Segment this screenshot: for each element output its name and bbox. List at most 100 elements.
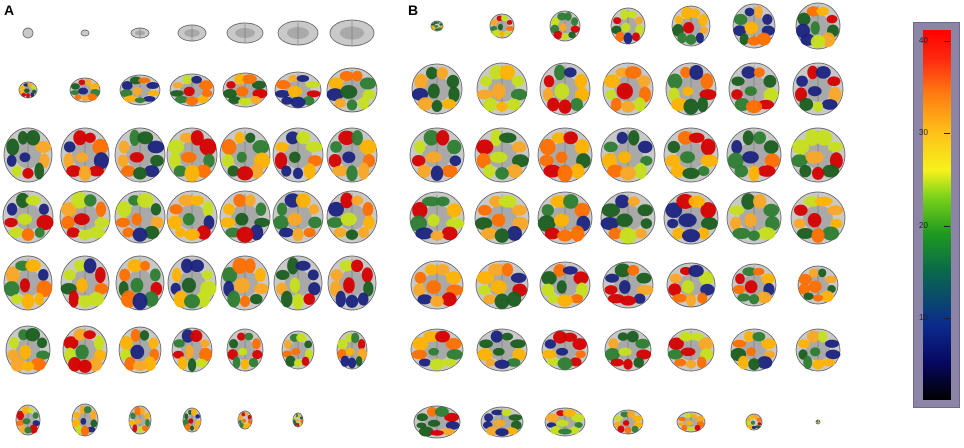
brain-slice <box>15 404 41 436</box>
brain-slice <box>602 62 654 116</box>
colorbar-tick-mark <box>944 226 950 227</box>
brain-slice <box>728 62 780 116</box>
brain-slice <box>18 81 38 99</box>
brain-slice <box>166 127 218 183</box>
brain-slice <box>171 327 213 373</box>
brain-slice <box>71 403 99 437</box>
panel-b: B <box>402 0 867 448</box>
brain-slice <box>600 191 656 245</box>
brain-slice <box>166 190 218 244</box>
brain-slice <box>537 127 593 183</box>
panel-a-slices <box>2 19 378 437</box>
brain-slice <box>281 330 315 370</box>
brain-slice <box>5 325 51 375</box>
brain-slice <box>62 325 108 375</box>
brain-slice <box>411 63 463 115</box>
colorbar-tick-mark <box>944 133 950 134</box>
brain-slice <box>604 328 652 372</box>
brain-slice <box>474 191 530 245</box>
brain-slice <box>130 27 150 39</box>
colorbar-gradient <box>923 30 951 400</box>
colorbar-tick-20: 20 <box>919 221 928 230</box>
brain-slice <box>663 127 719 183</box>
brain-slice <box>475 260 529 310</box>
brain-slice <box>22 27 34 39</box>
brain-slice <box>273 255 323 311</box>
brain-slice <box>182 407 202 433</box>
colorbar-tick-40: 40 <box>919 36 928 45</box>
brain-slice <box>2 190 54 244</box>
brain-slice <box>539 261 591 309</box>
brain-slice <box>732 3 776 49</box>
panel-a-label: A <box>4 2 15 18</box>
brain-slice <box>539 62 591 116</box>
brain-slice <box>60 127 110 183</box>
brain-slice <box>237 410 253 430</box>
brain-slice <box>612 409 644 435</box>
brain-slice <box>220 255 270 311</box>
brain-slice <box>815 419 821 425</box>
brain-slice <box>292 412 304 428</box>
brain-slice <box>474 127 530 183</box>
brain-slice <box>790 191 846 245</box>
brain-slice <box>277 20 319 46</box>
brain-slice <box>476 328 528 372</box>
brain-slice <box>326 190 378 244</box>
brain-slice <box>226 328 264 372</box>
brain-slice <box>671 5 711 47</box>
brain-slice <box>602 261 654 309</box>
panel-a: A <box>0 0 390 448</box>
brain-slice <box>663 191 719 245</box>
panel-b-slices <box>409 2 846 439</box>
brain-slice <box>329 19 375 47</box>
brain-slice <box>726 127 782 183</box>
brain-slice <box>541 329 589 371</box>
brain-slice <box>666 262 716 308</box>
brain-slice <box>730 328 778 372</box>
colorbar-tick-mark <box>944 41 950 42</box>
colorbar-tick-30: 30 <box>919 128 928 137</box>
brain-slice <box>3 255 53 311</box>
brain-slice <box>272 127 324 183</box>
brain-slice <box>326 67 378 113</box>
colorbar: 40 30 20 10 <box>913 22 960 408</box>
brain-slice <box>665 62 717 116</box>
brain-slice <box>480 406 524 438</box>
brain-slice <box>797 265 839 305</box>
brain-slice <box>537 191 593 245</box>
brain-slice <box>476 62 528 116</box>
brain-slice <box>59 190 111 244</box>
brain-slice <box>167 255 217 311</box>
brain-slice <box>549 10 581 42</box>
brain-slice <box>115 255 165 311</box>
brain-slice <box>410 260 464 310</box>
brain-slice <box>676 411 706 433</box>
brain-slice <box>795 2 841 50</box>
brain-slice <box>326 127 378 183</box>
brain-slice <box>69 77 101 103</box>
brain-slice <box>430 20 444 32</box>
colorbar-tick-10: 10 <box>919 313 928 322</box>
brain-slice <box>489 13 515 39</box>
brain-slice <box>336 330 368 370</box>
brain-slice <box>410 328 464 372</box>
brain-slice <box>413 405 461 439</box>
panel-b-label: B <box>408 2 419 18</box>
colorbar-tick-mark <box>944 318 950 319</box>
brain-slice <box>119 74 161 106</box>
brain-slice <box>790 127 846 183</box>
brain-slice <box>226 22 264 44</box>
brain-slice <box>169 73 215 107</box>
brain-slice <box>409 127 465 183</box>
brain-slice <box>544 407 586 437</box>
brain-slice <box>177 24 207 42</box>
brain-slice <box>219 127 271 183</box>
brain-slice <box>272 190 324 244</box>
brain-slice <box>667 328 715 372</box>
brain-slice <box>60 255 110 311</box>
brain-slice <box>726 191 782 245</box>
brain-slice <box>219 190 271 244</box>
brain-slice <box>274 71 322 109</box>
brain-slice <box>731 263 777 307</box>
brain-slice <box>222 72 268 108</box>
